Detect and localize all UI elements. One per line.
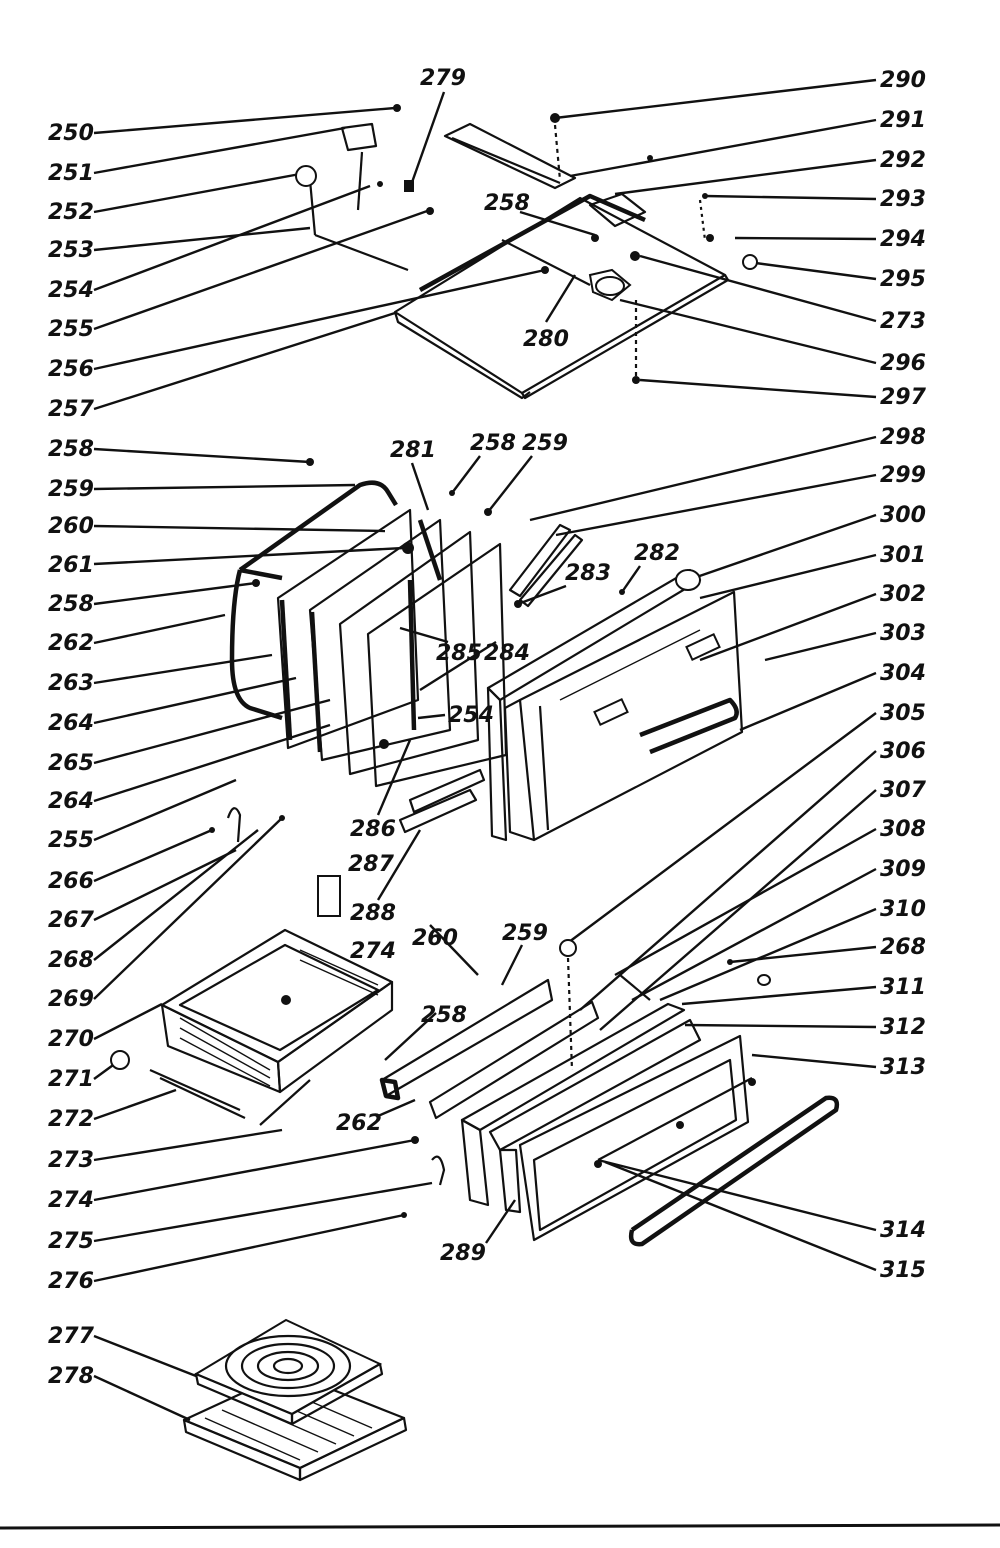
callout-273: 273 <box>48 1148 94 1173</box>
callout-293: 293 <box>880 187 926 212</box>
callout-282: 282 <box>634 541 680 566</box>
callout-277: 277 <box>48 1324 95 1349</box>
callout-266: 266 <box>48 869 94 894</box>
callout-296: 296 <box>880 351 926 376</box>
oven-door-assembly <box>209 458 744 917</box>
callout-254: 254 <box>48 278 94 303</box>
left-label-column: 250 251 252 253 254 255 256 257 258 259 … <box>48 121 95 1389</box>
callout-250: 250 <box>48 121 94 146</box>
callout-269: 269 <box>48 987 94 1012</box>
callout-261: 261 <box>48 553 94 578</box>
callout-255-second: 255 <box>48 828 94 853</box>
callout-268-right: 268 <box>880 935 926 960</box>
callout-280: 280 <box>523 327 569 352</box>
callout-315: 315 <box>880 1258 926 1283</box>
callout-255: 255 <box>48 317 94 342</box>
callout-308: 308 <box>880 817 926 842</box>
callout-304: 304 <box>880 661 926 686</box>
callout-258-mid: 258 <box>470 431 516 456</box>
callout-291: 291 <box>880 108 926 133</box>
callout-278: 278 <box>48 1364 94 1389</box>
callout-273-right: 273 <box>880 309 926 334</box>
callout-258-second: 258 <box>48 592 94 617</box>
cooktop-top-panel <box>295 104 758 400</box>
callout-259: 259 <box>48 477 94 502</box>
right-label-column: 290 291 292 293 294 295 273 296 297 298 … <box>880 68 927 1283</box>
callout-314: 314 <box>880 1218 926 1243</box>
callout-260: 260 <box>48 514 94 539</box>
callout-276: 276 <box>48 1269 94 1294</box>
callout-262-low: 262 <box>336 1111 382 1136</box>
callout-303: 303 <box>880 621 926 646</box>
callout-259-low: 259 <box>502 921 548 946</box>
callout-265: 265 <box>48 751 94 776</box>
callout-301: 301 <box>880 543 926 568</box>
callout-263: 263 <box>48 671 94 696</box>
callout-300: 300 <box>880 503 926 528</box>
callout-274: 274 <box>48 1188 94 1213</box>
callout-270: 270 <box>48 1027 94 1052</box>
callout-289: 289 <box>440 1241 486 1266</box>
callout-283: 283 <box>565 561 611 586</box>
callout-275: 275 <box>48 1229 94 1254</box>
bottom-rule <box>0 1523 1000 1530</box>
callout-272: 272 <box>48 1107 94 1132</box>
callout-297: 297 <box>880 385 927 410</box>
callout-254-mid: 254 <box>448 703 494 728</box>
callout-252: 252 <box>48 200 94 225</box>
callout-312: 312 <box>880 1015 926 1040</box>
callout-267: 267 <box>48 908 95 933</box>
callout-298: 298 <box>880 425 926 450</box>
callout-253: 253 <box>48 238 94 263</box>
callout-271: 271 <box>48 1067 94 1092</box>
leader-lines <box>93 78 877 1422</box>
callout-294: 294 <box>880 227 926 252</box>
callout-259-mid: 259 <box>522 431 568 456</box>
callout-309: 309 <box>880 857 926 882</box>
callout-251: 251 <box>48 161 94 186</box>
callout-286: 286 <box>350 817 396 842</box>
callout-310: 310 <box>880 897 926 922</box>
callout-258: 258 <box>48 437 94 462</box>
callout-264: 264 <box>48 711 94 736</box>
callout-290: 290 <box>880 68 926 93</box>
callout-279: 279 <box>420 66 466 91</box>
callout-281: 281 <box>390 438 436 463</box>
callout-268: 268 <box>48 948 94 973</box>
callout-288: 288 <box>350 901 396 926</box>
callout-287: 287 <box>348 852 395 877</box>
callout-295: 295 <box>880 267 926 292</box>
callout-299: 299 <box>880 463 926 488</box>
callout-305: 305 <box>880 701 926 726</box>
callout-302: 302 <box>880 582 926 607</box>
callout-292: 292 <box>880 148 926 173</box>
callout-313: 313 <box>880 1055 926 1080</box>
callout-306: 306 <box>880 739 926 764</box>
interior-labels: 279 258 280 281 258 259 282 283 285 284 … <box>336 66 680 1266</box>
callout-256: 256 <box>48 357 94 382</box>
callout-257: 257 <box>48 397 95 422</box>
callout-311: 311 <box>880 975 926 1000</box>
callout-262: 262 <box>48 631 94 656</box>
callout-258-low: 258 <box>421 1003 467 1028</box>
callout-274-mid: 274 <box>350 939 396 964</box>
callout-264-second: 264 <box>48 789 94 814</box>
surface-element-and-drip-pan <box>182 1318 408 1482</box>
callout-307: 307 <box>880 778 927 803</box>
drawer-assembly <box>110 928 840 1247</box>
